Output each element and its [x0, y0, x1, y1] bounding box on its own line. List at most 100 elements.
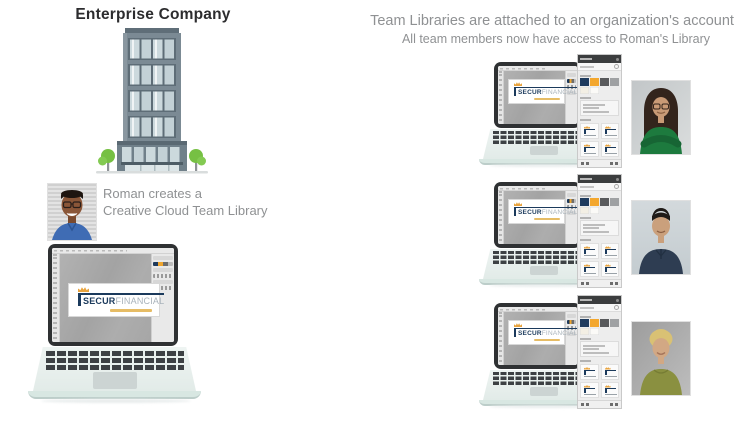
member-photo	[632, 322, 690, 395]
tree-icon	[98, 149, 115, 171]
search-icon	[614, 64, 619, 69]
office-building-illustration	[96, 25, 208, 180]
color-swatch	[580, 78, 589, 86]
color-swatches	[580, 78, 619, 86]
color-swatch	[580, 319, 589, 327]
color-swatch	[600, 319, 609, 327]
color-swatch	[580, 198, 589, 206]
laptop-screen: SECURFINANCIAL	[494, 62, 581, 128]
app-menubar	[52, 248, 174, 254]
colors-section-label	[580, 194, 591, 197]
tree-icon	[189, 149, 206, 171]
crown-icon	[78, 287, 89, 292]
graphics-thumbnails	[580, 243, 619, 277]
right-heading: Team Libraries are attached to an organi…	[370, 13, 734, 29]
securfinancial-logo-card: SECURFINANCIAL	[509, 321, 577, 344]
cc-libraries-panel	[578, 55, 621, 167]
app-canvas: SECURFINANCIAL	[60, 254, 165, 342]
roman-caption: Roman creates a Creative Cloud Team Libr…	[103, 186, 268, 219]
color-swatch	[580, 328, 589, 335]
color-swatch	[590, 78, 599, 86]
character-styles-list	[580, 220, 619, 236]
color-swatch	[610, 78, 619, 86]
logo-text-light: FINANCIAL	[115, 296, 165, 306]
laptop-screen: SECURFINANCIAL	[494, 303, 581, 369]
app-toolbar	[52, 254, 60, 342]
character-styles-list	[580, 100, 619, 116]
graphics-thumbnails	[580, 123, 619, 157]
graphic-thumbnail	[580, 261, 599, 277]
character-styles-label	[580, 216, 591, 219]
libraries-panel-header	[578, 175, 621, 183]
graphic-thumbnail	[580, 123, 599, 139]
logo-wordmark: SECURFINANCIAL	[78, 293, 165, 306]
graphics-section-label	[580, 359, 591, 362]
colors-section-label	[580, 315, 591, 318]
graphics-section-label	[580, 238, 591, 241]
panel-menu-icon	[616, 298, 619, 302]
color-swatch	[590, 207, 599, 214]
laptop-touchpad	[92, 372, 137, 389]
graphic-thumbnail	[580, 141, 599, 157]
laptop-screen: SECURFINANCIAL	[494, 182, 581, 248]
graphic-thumbnail	[600, 382, 619, 398]
member-laptop: SECURFINANCIAL	[479, 62, 609, 174]
laptop-base	[33, 347, 196, 391]
libraries-panel-header	[578, 55, 621, 63]
search-icon	[614, 184, 619, 189]
graphic-thumbnail	[580, 382, 599, 398]
member-portrait-icon	[632, 81, 690, 154]
laptop-screen: SECURFINANCIAL	[48, 244, 178, 346]
crown-icon	[514, 82, 522, 86]
color-swatch	[580, 87, 589, 94]
logo-text-bold: SECUR	[83, 296, 116, 306]
cc-libraries-panel	[578, 296, 621, 408]
enterprise-company-title: Enterprise Company	[75, 6, 231, 23]
laptop-keyboard	[45, 350, 184, 370]
graphic-thumbnail	[600, 243, 619, 259]
color-swatch	[600, 198, 609, 206]
character-styles-list	[580, 341, 619, 357]
graphic-thumbnail	[600, 141, 619, 157]
securfinancial-logo-card: SECURFINANCIAL	[509, 200, 577, 223]
graphic-thumbnail	[600, 123, 619, 139]
color-swatches	[580, 198, 619, 206]
logo-tagline-bar	[110, 309, 152, 312]
libraries-panel-header	[578, 296, 621, 304]
color-swatch	[580, 207, 589, 214]
color-swatch	[590, 319, 599, 327]
design-app-window: SECURFINANCIAL	[52, 248, 174, 342]
character-styles-label	[580, 96, 591, 99]
colors-section-label	[580, 74, 591, 77]
team-member-row: SECURFINANCIAL	[479, 296, 733, 414]
graphics-thumbnails	[580, 364, 619, 398]
color-swatch	[610, 319, 619, 327]
team-member-row: SECURFINANCIAL	[479, 175, 733, 293]
color-swatch	[590, 328, 599, 335]
member-photo	[632, 81, 690, 154]
building-icon	[96, 28, 208, 174]
search-icon	[614, 305, 619, 310]
securfinancial-logo-card: SECURFINANCIAL	[69, 284, 165, 316]
securfinancial-logo-card: SECURFINANCIAL	[509, 80, 577, 103]
graphics-section-label	[580, 118, 591, 121]
crown-icon	[514, 323, 522, 327]
right-subheading: All team members now have access to Roma…	[401, 32, 711, 46]
color-swatch	[600, 78, 609, 86]
color-swatch	[590, 87, 599, 94]
member-portrait-icon	[632, 322, 690, 395]
member-photo	[632, 201, 690, 274]
panel-footer	[578, 400, 621, 408]
caption-line-1: Roman creates a	[103, 186, 202, 201]
graphic-thumbnail	[600, 261, 619, 277]
graphic-thumbnail	[580, 243, 599, 259]
roman-photo	[48, 184, 96, 240]
panel-footer	[578, 279, 621, 287]
member-portrait-icon	[632, 201, 690, 274]
character-styles-label	[580, 337, 591, 340]
app-canvas: SECURFINANCIAL	[504, 191, 577, 244]
team-member-row: SECURFINANCIAL	[479, 55, 733, 174]
color-swatch	[590, 198, 599, 206]
app-canvas: SECURFINANCIAL	[504, 71, 577, 124]
